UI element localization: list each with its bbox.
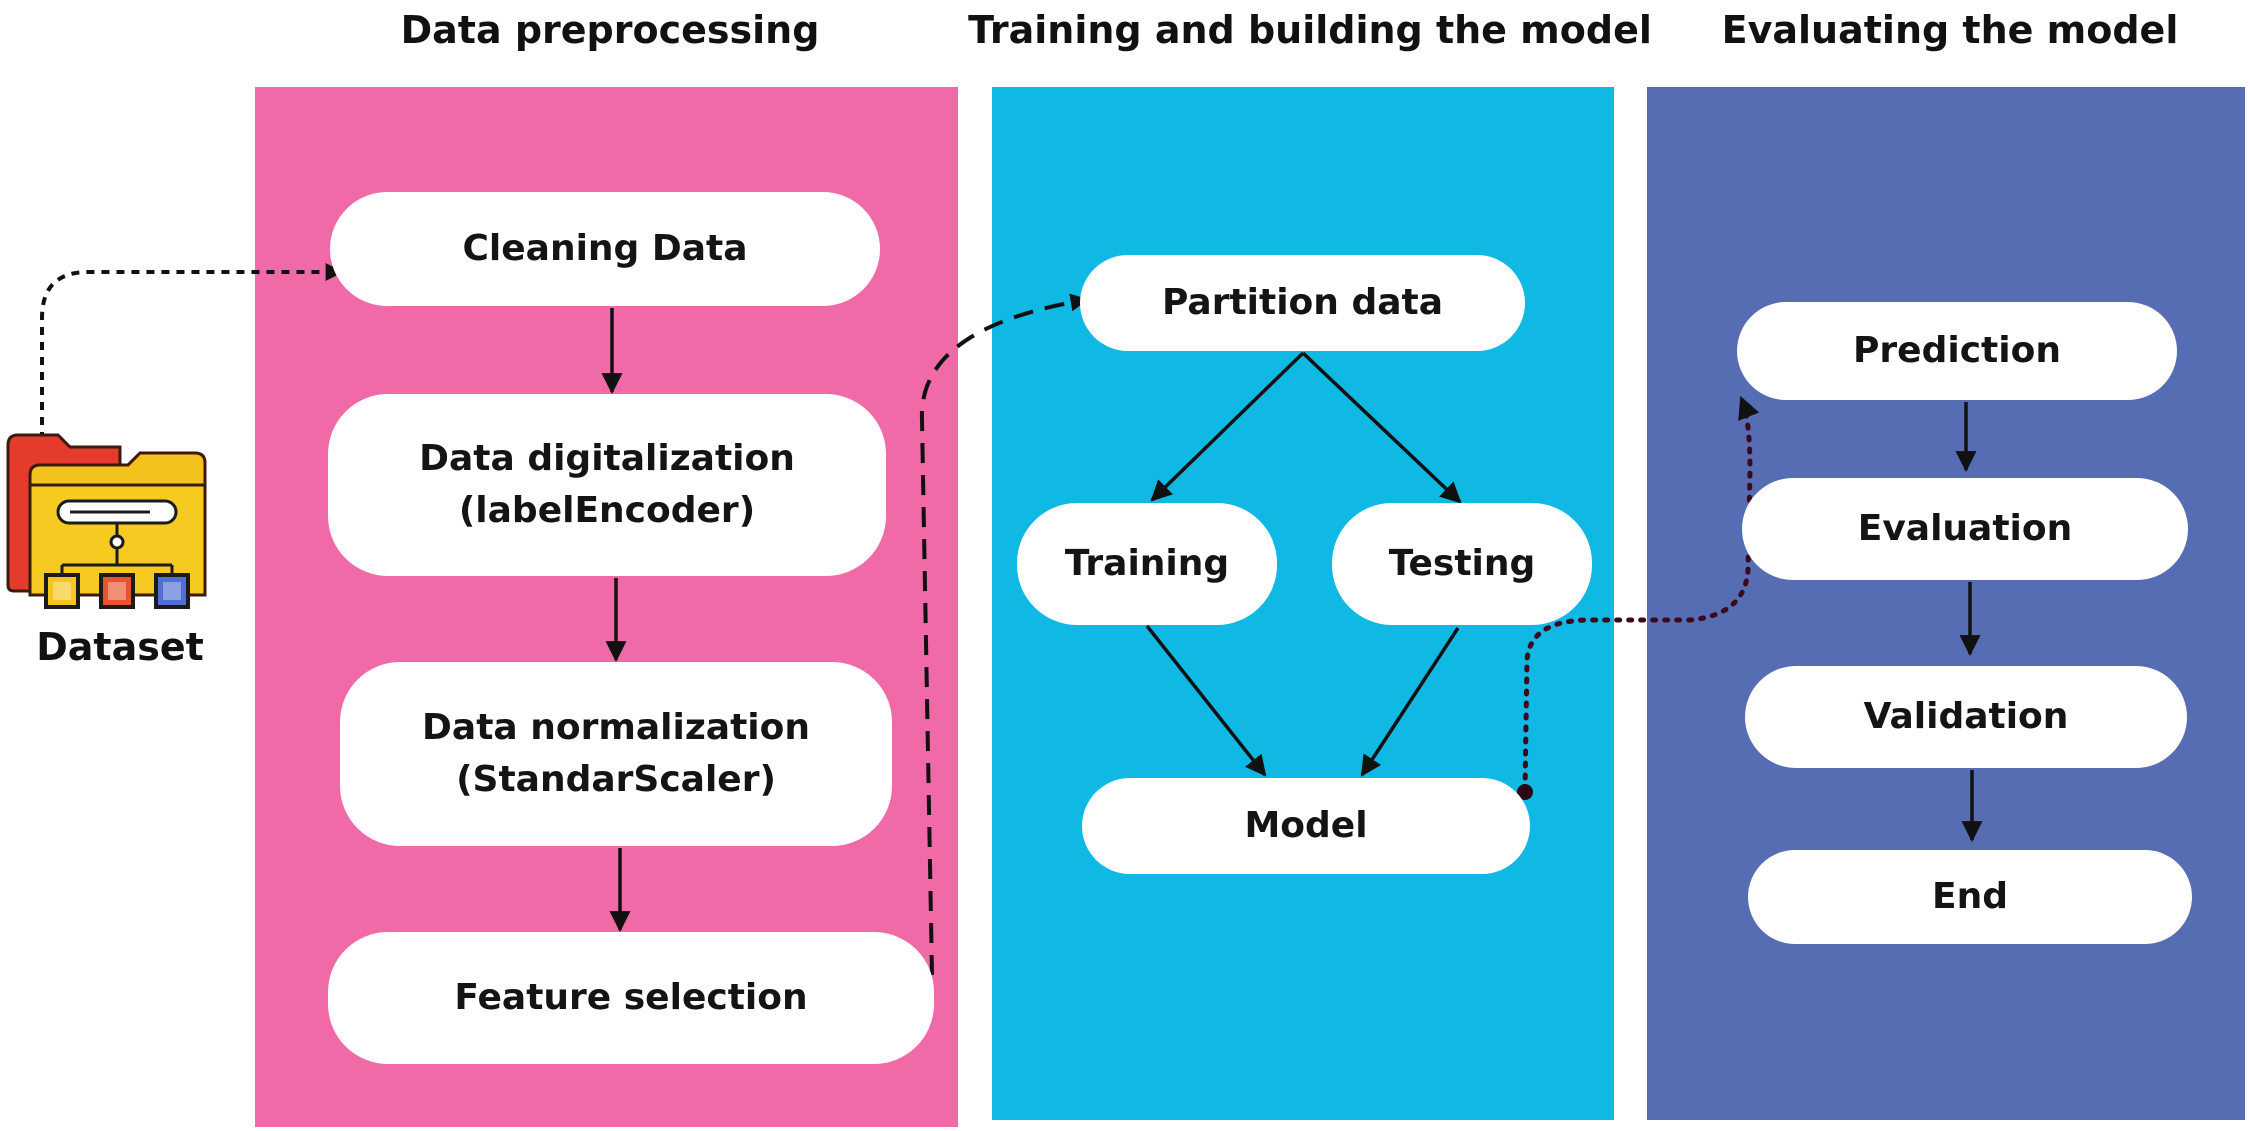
- node-data-digitalization-label: Data digitalization: [419, 437, 795, 479]
- node-validation: Validation: [1745, 666, 2187, 768]
- node-feature-selection: Feature selection: [328, 932, 934, 1064]
- node-end-label: End: [1932, 875, 2008, 917]
- node-evaluation-label: Evaluation: [1857, 507, 2073, 549]
- node-partition-data-label: Partition data: [1161, 281, 1444, 323]
- node-feature-selection-label: Feature selection: [454, 976, 808, 1018]
- node-training: Training: [1017, 503, 1277, 625]
- node-end: End: [1748, 850, 2192, 944]
- node-partition-data: Partition data: [1080, 255, 1525, 351]
- feature-to-partition-arrow: [919, 293, 1089, 976]
- node-model-label: Model: [1244, 804, 1368, 846]
- node-model: Model: [1082, 778, 1530, 874]
- node-data-digitalization: Data digitalization (labelEncoder): [328, 394, 886, 576]
- node-prediction-label: Prediction: [1853, 329, 2061, 371]
- node-cleaning-data-label: Cleaning Data: [462, 227, 748, 269]
- dataset-to-cleaning-arrow: [40, 263, 344, 440]
- dataset-label: Dataset: [36, 625, 204, 669]
- partition-to-testing-arrow: [1301, 351, 1462, 504]
- node-validation-label: Validation: [1863, 695, 2069, 737]
- header-training: Training and building the model: [968, 8, 1652, 52]
- node-prediction: Prediction: [1737, 302, 2177, 400]
- node-evaluation: Evaluation: [1742, 478, 2188, 580]
- node-data-digitalization-sublabel: (labelEncoder): [458, 490, 756, 531]
- node-testing: Testing: [1332, 503, 1592, 625]
- partition-to-training-arrow: [1150, 351, 1305, 502]
- node-data-normalization: Data normalization (StandarScaler): [340, 662, 892, 846]
- node-testing-label: Testing: [1388, 542, 1536, 584]
- header-evaluation: Evaluating the model: [1721, 8, 2179, 52]
- node-data-normalization-label: Data normalization: [422, 706, 810, 748]
- panel-evaluation: [1647, 87, 2245, 1120]
- testing-to-model-arrow: [1360, 627, 1460, 777]
- model-connector-dot: [1517, 784, 1533, 800]
- header-preprocessing: Data preprocessing: [400, 8, 820, 52]
- node-cleaning-data: Cleaning Data: [330, 192, 880, 306]
- model-to-prediction-arrow: [1522, 395, 1760, 793]
- training-to-model-arrow: [1145, 624, 1267, 777]
- folder-hierarchy-icon: [6, 433, 207, 609]
- node-training-label: Training: [1064, 542, 1230, 584]
- node-data-normalization-sublabel: (StandarScaler): [456, 759, 776, 800]
